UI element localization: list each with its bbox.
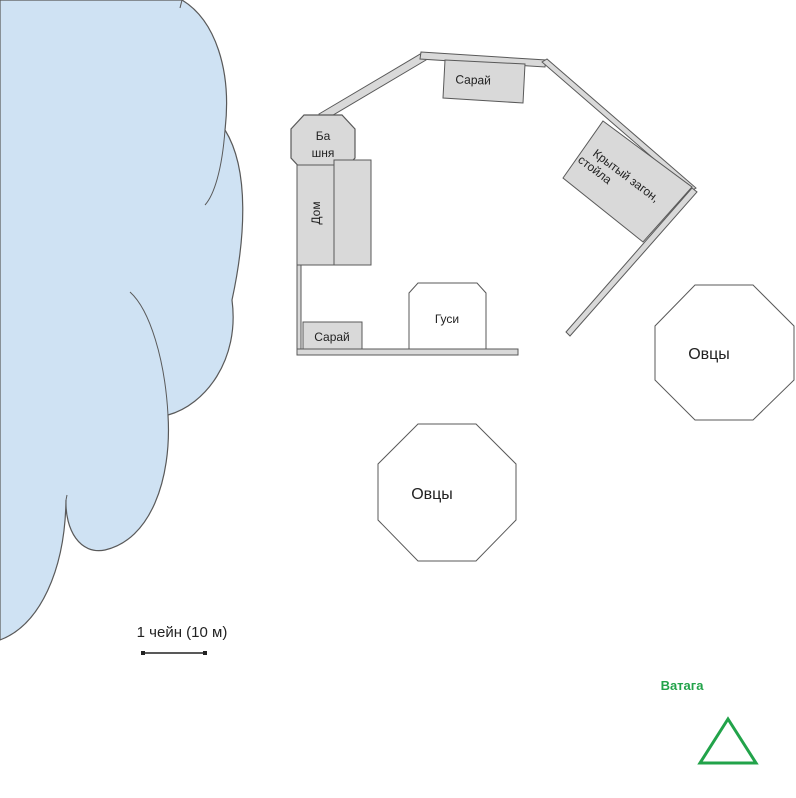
house-annex: [333, 159, 372, 266]
water-lobe-line: [179, 0, 183, 9]
barn-top-building: [442, 59, 526, 104]
water-lobe-line: [65, 494, 68, 501]
geese-label: Гуси: [435, 312, 459, 326]
barn-bottom-building: [302, 321, 363, 350]
sheep-pen-bottom: [377, 423, 517, 562]
scale-bar-label: 1 чейн (10 м): [137, 624, 228, 641]
party-label: Ватага: [661, 678, 705, 693]
tower-label-line2: шня: [312, 146, 335, 160]
sheep-pen-right: [654, 284, 795, 421]
tower-label-line1: Ба: [316, 129, 331, 143]
barn-top-label: Сарай: [455, 72, 491, 87]
water-lobe-line: [129, 291, 169, 416]
sheep-bottom-label: Овцы: [411, 486, 453, 503]
wall-bottom: [296, 348, 519, 356]
wall-top-right-diagonal: [541, 58, 697, 192]
house-building: [296, 164, 335, 266]
wall-right-diagonal: [565, 187, 698, 337]
barn-bottom-label: Сарай: [314, 330, 350, 344]
covered-pen-building: [562, 120, 693, 243]
scale-bar: [141, 651, 207, 655]
house-label: Дом: [309, 201, 323, 224]
wall-top-left-diagonal: [318, 52, 427, 122]
geese-pen: [408, 282, 487, 350]
water-lobe-line: [204, 129, 226, 206]
triangle-icon: [697, 716, 759, 765]
sheep-right-label: Овцы: [688, 346, 730, 363]
water-area: [0, 0, 244, 641]
